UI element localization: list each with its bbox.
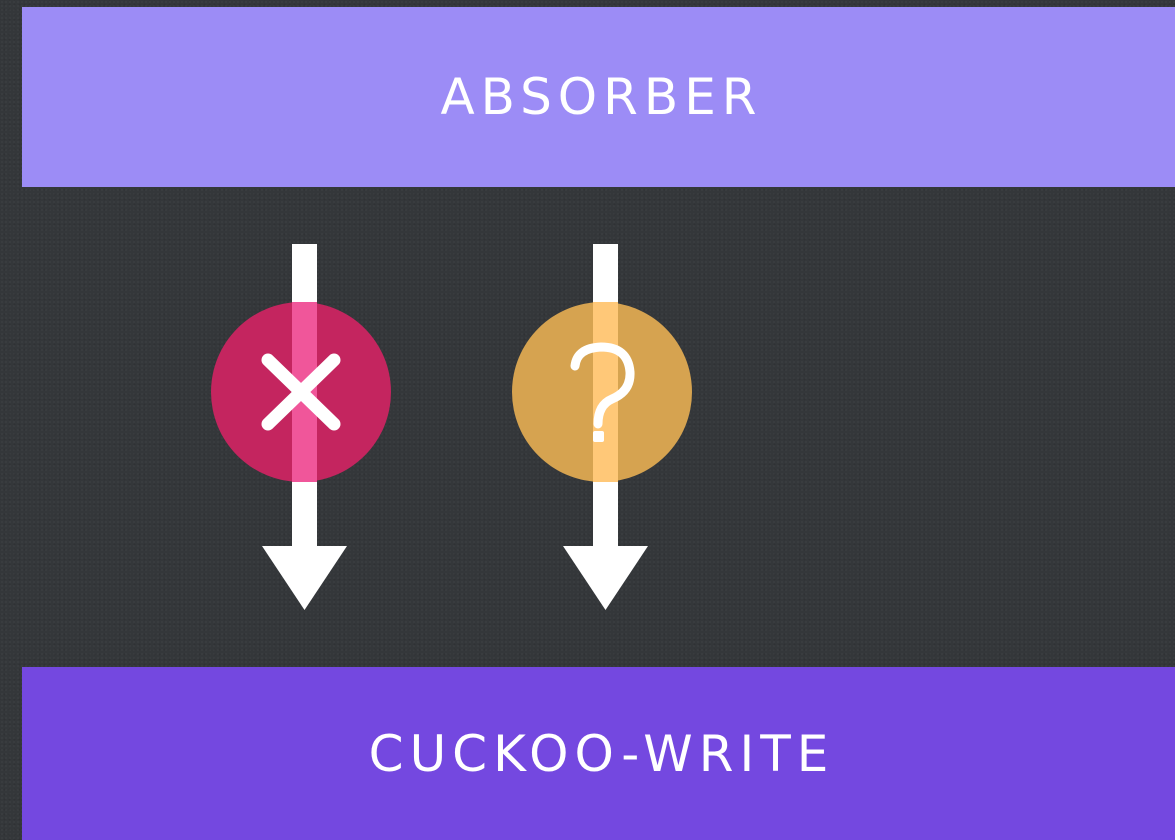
close-icon [261,353,341,431]
arrow-head [262,546,347,610]
question-icon [570,342,635,442]
arrow-overlay [593,302,618,482]
cuckoo-write-label: CUCKOO-WRITE [368,724,835,783]
absorber-label: ABSORBER [440,68,763,126]
blocked-flow [211,244,391,610]
uncertain-flow [512,244,692,610]
cuckoo-write-block: CUCKOO-WRITE [22,667,1175,840]
absorber-block: ABSORBER [22,7,1175,187]
arrow-head [563,546,648,610]
